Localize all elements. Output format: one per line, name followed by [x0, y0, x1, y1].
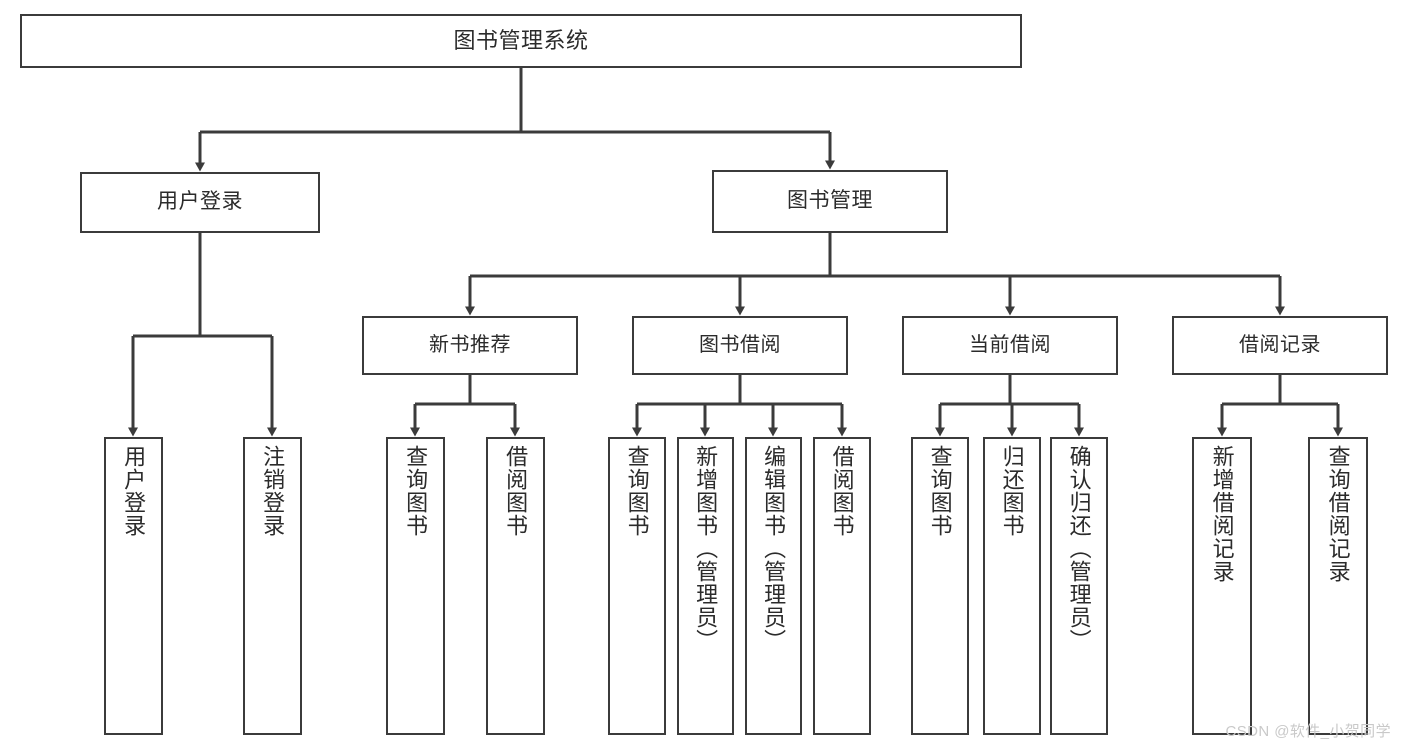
- leaf-node[interactable]: 借阅图书: [486, 437, 545, 735]
- node-new-book-recommend[interactable]: 新书推荐: [362, 316, 578, 375]
- leaf-node-label: 用户登录: [121, 445, 147, 537]
- leaf-node[interactable]: 查询图书: [911, 437, 969, 735]
- leaf-node[interactable]: 查询借阅记录: [1308, 437, 1368, 735]
- leaf-node[interactable]: 查询图书: [386, 437, 445, 735]
- leaf-node-label: 借阅图书: [829, 445, 855, 537]
- node-borrow-record-label: 借阅记录: [1239, 334, 1321, 356]
- node-root-system[interactable]: 图书管理系统: [20, 14, 1022, 68]
- leaf-node[interactable]: 注销登录: [243, 437, 302, 735]
- watermark-text: CSDN @软件_小贺同学: [1225, 723, 1391, 740]
- node-book-management[interactable]: 图书管理: [712, 170, 948, 233]
- node-new-book-recommend-label: 新书推荐: [429, 334, 511, 356]
- leaf-node[interactable]: 用户登录: [104, 437, 163, 735]
- leaf-node-label: 查询图书: [624, 445, 650, 537]
- leaf-node[interactable]: 新增图书（管理员）: [677, 437, 734, 735]
- leaf-node-label: 查询图书: [927, 445, 953, 537]
- node-user-login[interactable]: 用户登录: [80, 172, 320, 233]
- leaf-node[interactable]: 编辑图书（管理员）: [745, 437, 802, 735]
- leaf-node-label: 查询图书: [403, 445, 429, 537]
- leaf-node[interactable]: 新增借阅记录: [1192, 437, 1252, 735]
- leaf-node-label: 查询借阅记录: [1325, 445, 1351, 583]
- node-book-management-label: 图书管理: [787, 189, 873, 213]
- leaf-node-label: 新增图书（管理员）: [693, 445, 719, 652]
- node-current-borrow-label: 当前借阅: [969, 334, 1051, 356]
- node-book-borrow[interactable]: 图书借阅: [632, 316, 848, 375]
- leaf-node-label: 借阅图书: [503, 445, 529, 537]
- leaf-node[interactable]: 归还图书: [983, 437, 1041, 735]
- node-borrow-record[interactable]: 借阅记录: [1172, 316, 1388, 375]
- node-user-login-label: 用户登录: [157, 190, 243, 214]
- leaf-node-label: 编辑图书（管理员）: [761, 445, 787, 652]
- node-root-label: 图书管理系统: [453, 28, 589, 54]
- leaf-node-label: 注销登录: [260, 445, 286, 537]
- leaf-node[interactable]: 借阅图书: [813, 437, 871, 735]
- node-book-borrow-label: 图书借阅: [699, 334, 781, 356]
- node-current-borrow[interactable]: 当前借阅: [902, 316, 1118, 375]
- leaf-node[interactable]: 确认归还（管理员）: [1050, 437, 1108, 735]
- leaf-node-label: 归还图书: [999, 445, 1025, 537]
- leaf-node[interactable]: 查询图书: [608, 437, 666, 735]
- leaf-node-label: 确认归还（管理员）: [1066, 445, 1092, 652]
- leaf-node-label: 新增借阅记录: [1209, 445, 1235, 583]
